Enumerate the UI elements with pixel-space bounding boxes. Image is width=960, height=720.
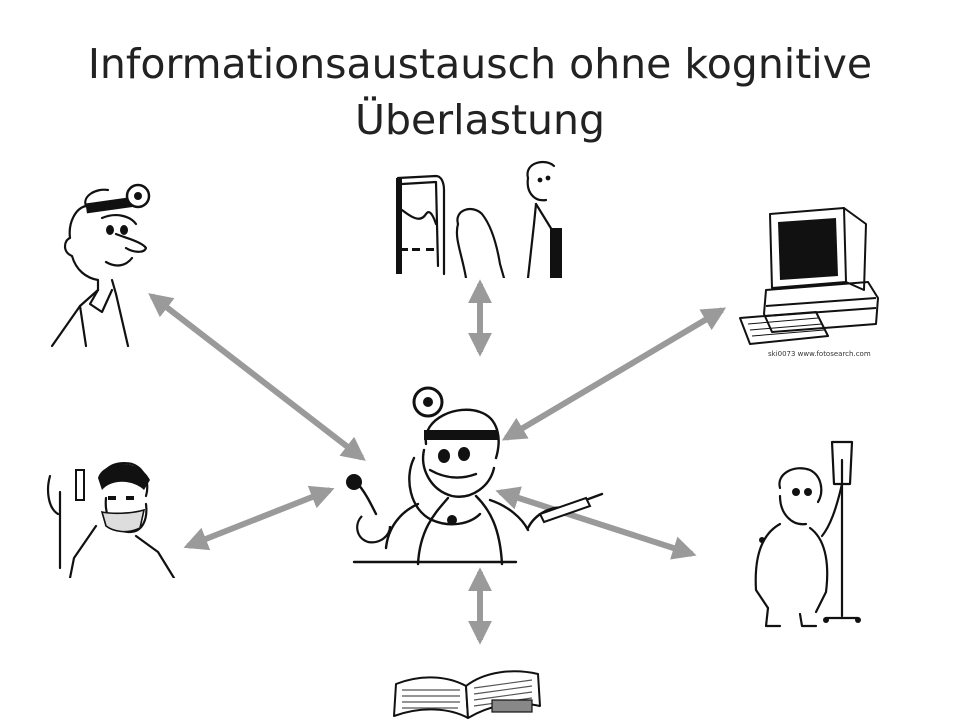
watermark-text: ski0073 www.fotosearch.com	[768, 350, 871, 358]
arrow-nurse	[183, 485, 335, 551]
doctor-illustration	[46, 178, 156, 348]
arrow-doctor-top-left	[148, 293, 366, 461]
slide-title: Informationsaustausch ohne kognitive Übe…	[0, 36, 960, 148]
computer-illustration: ski0073 www.fotosearch.com	[736, 206, 884, 362]
colleagues-illustration	[396, 154, 564, 278]
title-line-1: Informationsaustausch ohne kognitive	[87, 40, 873, 88]
arrow-patient	[495, 486, 697, 560]
patient-illustration	[736, 440, 862, 632]
nurse-illustration	[40, 456, 176, 578]
book-illustration	[392, 644, 542, 720]
central-doctor-illustration	[340, 378, 620, 568]
title-line-2: Überlastung	[354, 96, 606, 144]
arrow-computer	[501, 307, 727, 441]
